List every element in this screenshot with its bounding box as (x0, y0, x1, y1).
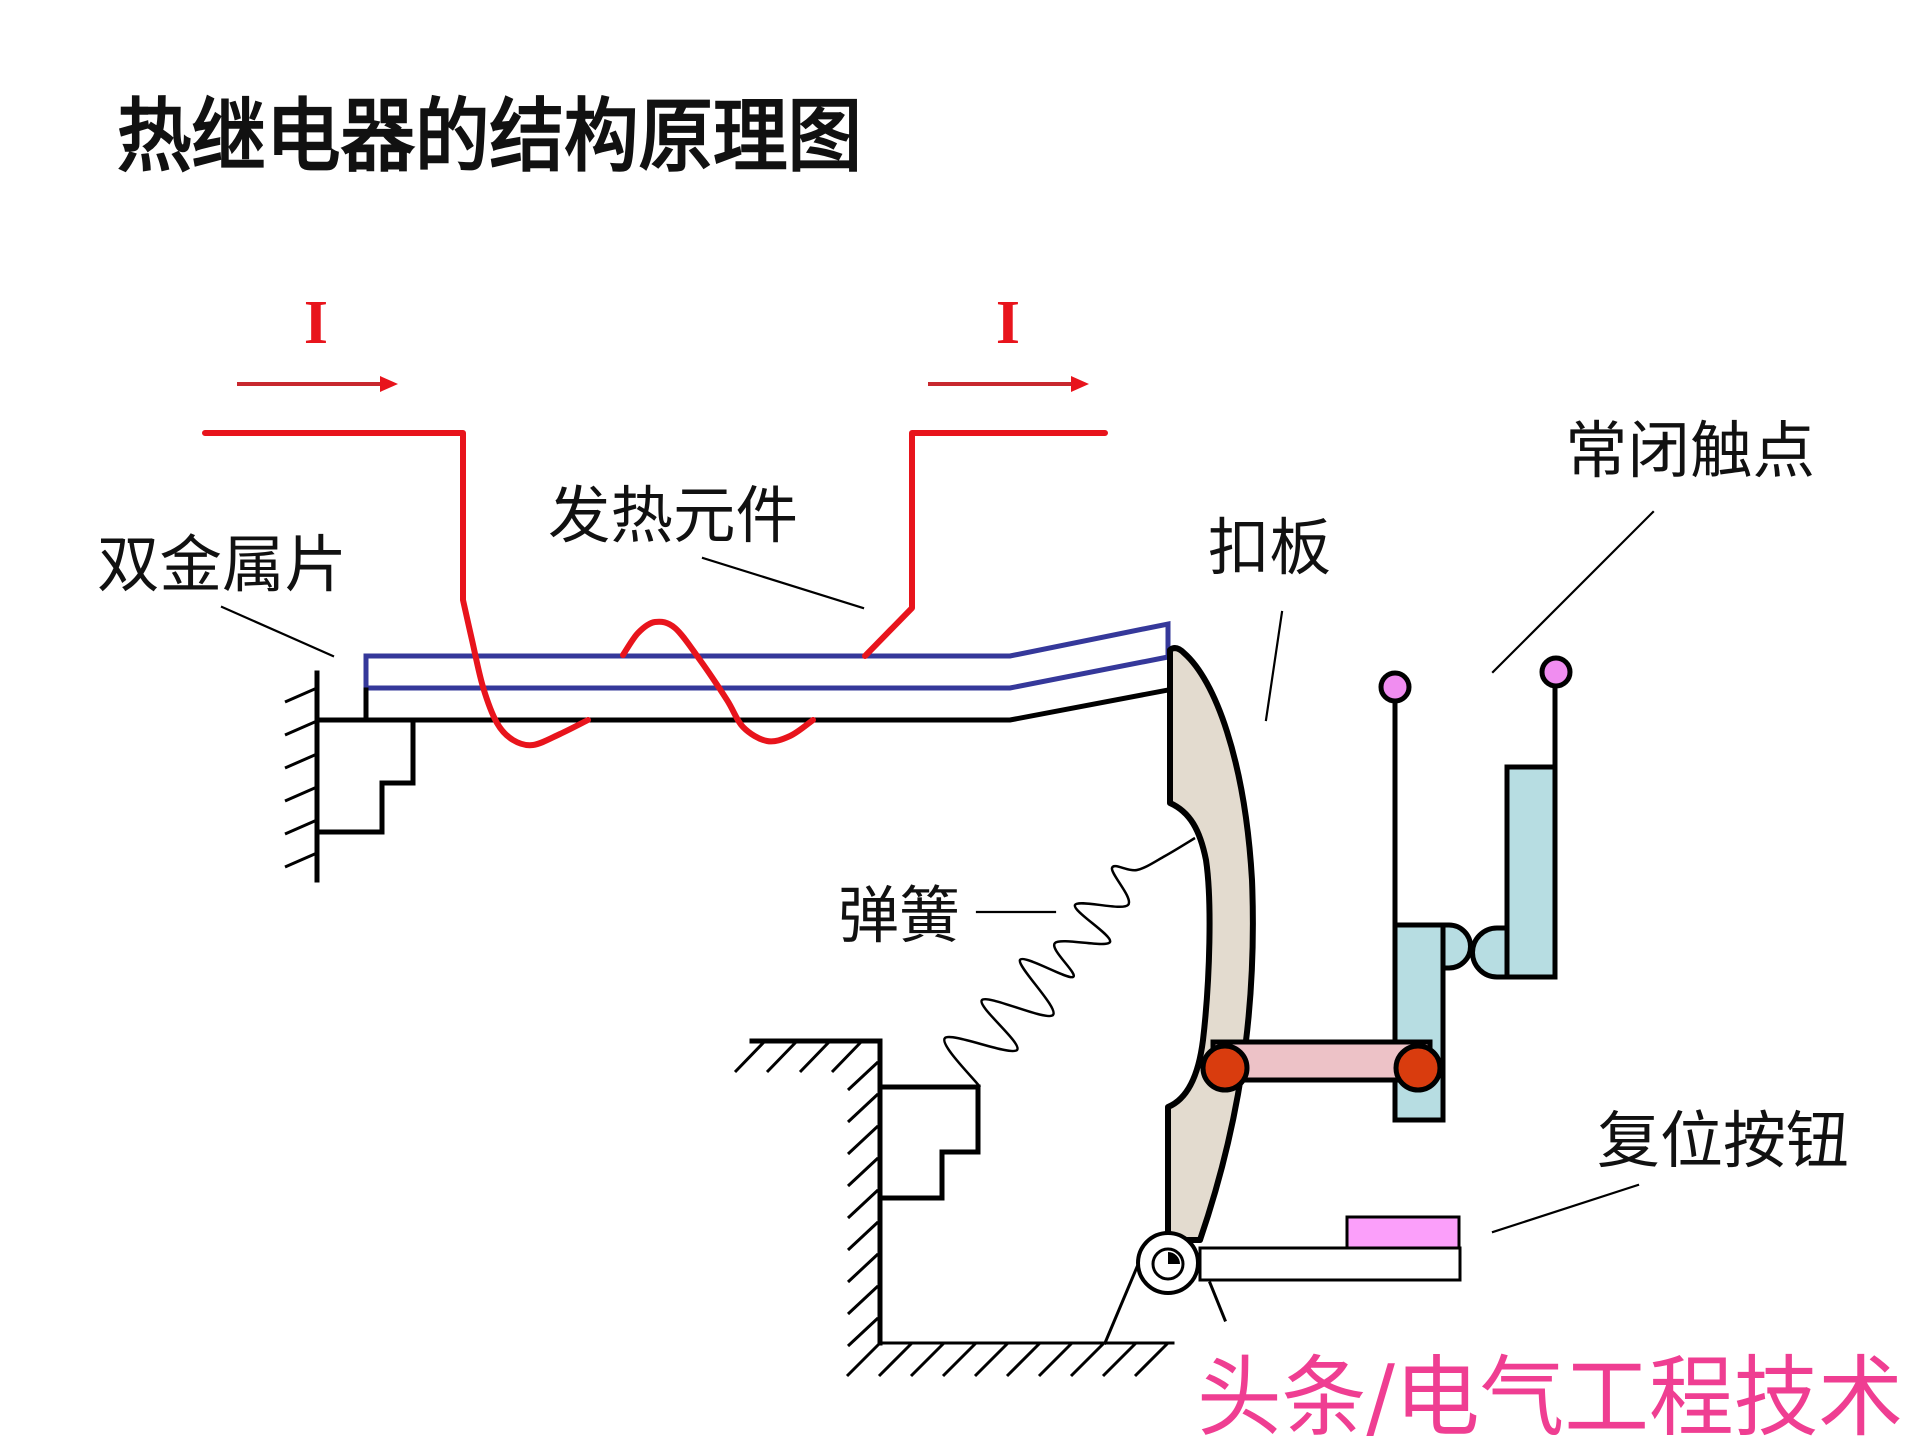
catch-plate (1165, 645, 1256, 1243)
watermark: 头条/电气工程技术 (1197, 1346, 1903, 1440)
label-spring-text: 弹簧 (838, 879, 960, 952)
fixed-contact-body (1504, 764, 1558, 980)
leader-line-heating-element (701, 556, 865, 610)
hatch-line (284, 818, 318, 836)
link-pin-left (1200, 1043, 1250, 1093)
fixed-contact-point (1470, 925, 1510, 980)
reset-rod (1198, 1246, 1462, 1282)
hatch-line (1005, 1341, 1042, 1378)
wire-segment-input (202, 430, 591, 749)
wire-segment-coil (620, 618, 816, 745)
label-heating-element: 发热元件 (548, 479, 865, 610)
left-mount-block (314, 717, 416, 835)
hatch-line (798, 1039, 832, 1074)
heating-element-wire (202, 430, 1108, 749)
label-reset-button: 复位按钮 (1491, 1104, 1849, 1234)
bimetal-layer-bottom (314, 687, 1171, 723)
hatch-line (846, 1220, 880, 1252)
label-reset-button-text: 复位按钮 (1597, 1104, 1849, 1177)
hatch-line (846, 1156, 880, 1188)
label-nc-contact: 常闭触点 (1491, 414, 1815, 674)
label-catch-plate-text: 扣板 (1208, 511, 1331, 584)
hatch-line (830, 1039, 864, 1074)
label-bimetal: 双金属片 (97, 528, 347, 658)
hatch-line (846, 1060, 880, 1092)
label-heating-element-text: 发热元件 (548, 479, 798, 552)
bimetal-layer-middle (366, 654, 1169, 691)
hatch-line (1133, 1341, 1170, 1378)
pivot-hinge (1103, 1231, 1227, 1345)
normally-closed-contact (1378, 655, 1573, 1123)
spring-coil (943, 836, 1196, 1088)
hatch-line (733, 1039, 767, 1074)
leader-line-bimetal (220, 605, 335, 658)
hatch-line (941, 1341, 978, 1378)
arrow-right-icon (380, 376, 398, 392)
pivot-wedge-icon (1168, 1252, 1180, 1264)
reset-button-cap (1345, 1215, 1461, 1250)
hatch-line (846, 1188, 880, 1220)
wire-segment-output (862, 430, 1108, 659)
hatch-line (1101, 1341, 1138, 1378)
hatch-line (909, 1341, 946, 1378)
moving-contact-point (1440, 922, 1473, 971)
bimetal-layer-top (363, 620, 1171, 690)
hatch-line (284, 851, 318, 869)
current-indicator-right: I (928, 289, 1089, 392)
leader-line-catch-plate (1264, 610, 1284, 722)
hatch-line (845, 1341, 882, 1378)
hatch-line (1037, 1341, 1074, 1378)
terminal-right-icon (1539, 655, 1573, 689)
hatch-line (765, 1039, 799, 1074)
hatch-line (846, 1124, 880, 1156)
left-wall-support (284, 670, 416, 883)
reset-button-assembly (1198, 1215, 1462, 1282)
pivot-support-right (1208, 1281, 1227, 1322)
bimetal-strip (314, 620, 1171, 723)
hatch-line (284, 686, 318, 704)
hatch-line (846, 1252, 880, 1284)
label-bimetal-text: 双金属片 (97, 528, 347, 601)
label-catch-plate: 扣板 (1208, 511, 1331, 722)
leader-line-nc-contact (1491, 510, 1655, 674)
link-pin-right (1393, 1043, 1443, 1093)
hatch-line (973, 1341, 1010, 1378)
current-label-right: I (996, 289, 1020, 357)
hatch-line (846, 1316, 880, 1348)
pivot-support-left (1103, 1265, 1139, 1345)
hatch-line (284, 752, 318, 770)
hatch-line (1069, 1341, 1106, 1378)
arrow-right-icon (1071, 376, 1089, 392)
terminal-left-icon (1378, 670, 1412, 704)
current-label-left: I (304, 289, 328, 357)
page-title: 热继电器的结构原理图 (117, 90, 862, 183)
leader-line-reset-button (1491, 1183, 1640, 1234)
hatch-line (846, 1092, 880, 1124)
label-spring: 弹簧 (838, 879, 1057, 952)
hatch-line (846, 1284, 880, 1316)
lower-wall-support (733, 1038, 1175, 1378)
spring-mount-block (877, 1084, 981, 1201)
hatch-line (284, 785, 318, 803)
link-bar-assembly (1200, 1039, 1443, 1093)
label-nc-contact-text: 常闭触点 (1565, 414, 1815, 487)
current-indicator-left: I (237, 289, 398, 392)
hatch-line (877, 1341, 914, 1378)
hatch-line (284, 719, 318, 737)
